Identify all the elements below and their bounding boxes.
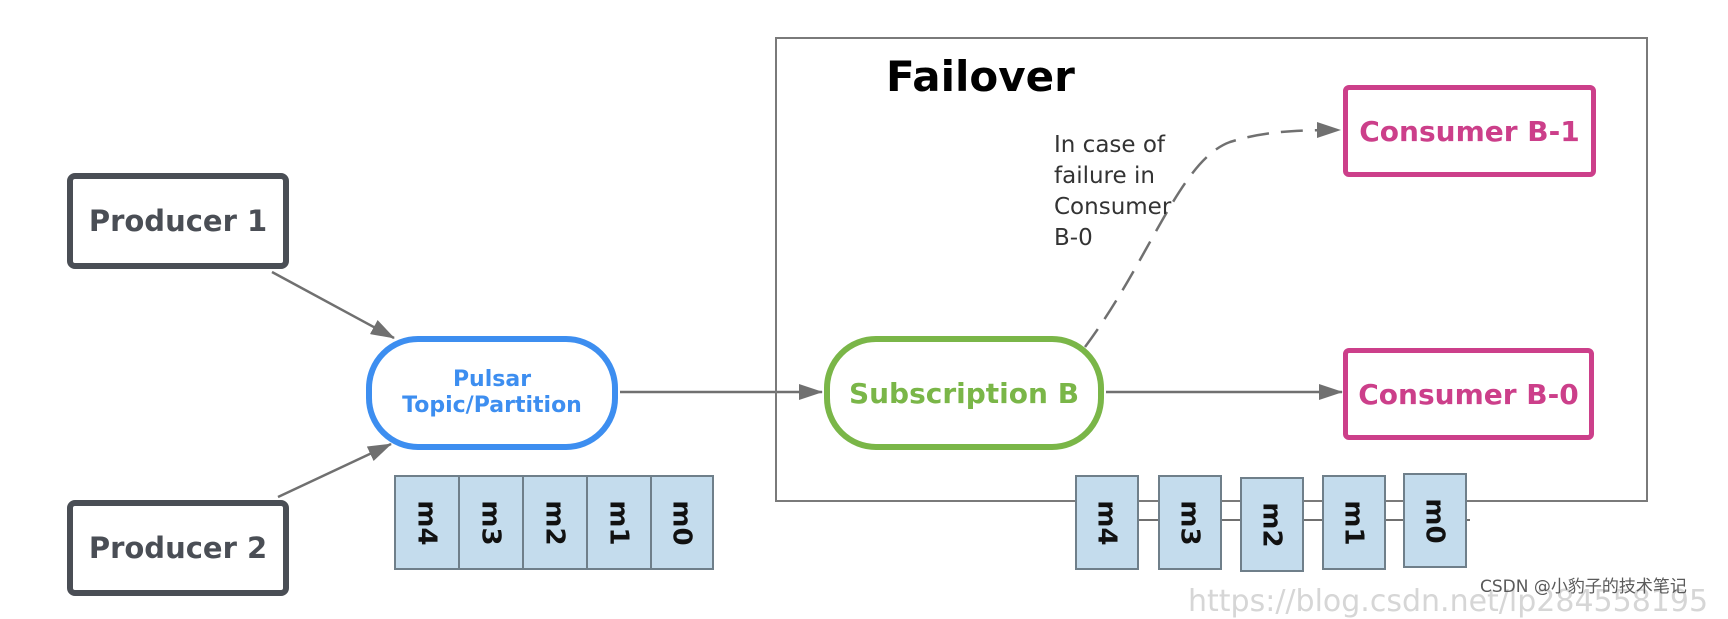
- subscription-b: Subscription B: [824, 336, 1104, 450]
- subscription-message-label: m4: [1092, 499, 1122, 546]
- topic-message-cell: m0: [650, 475, 714, 570]
- failover-title: Failover: [886, 52, 1075, 101]
- topic-message-cell: m4: [394, 475, 460, 570]
- consumer-b1-box: Consumer B-1: [1343, 85, 1596, 177]
- failover-note-line: In case of: [1054, 132, 1166, 158]
- failover-note: In case of failure in Consumer B-0: [1054, 130, 1171, 254]
- topic-label-line1: Pulsar: [452, 367, 532, 392]
- dashed-failover-arrow: [1083, 122, 1341, 348]
- topic-message-label: m4: [412, 499, 442, 546]
- csdn-watermark: CSDN @小豹子的技术笔记: [1480, 577, 1687, 597]
- topic-message-label: m0: [667, 499, 697, 546]
- failover-note-line: failure in: [1054, 163, 1155, 189]
- arrow-producer1-to-topic: [271, 270, 395, 340]
- subscription-message-label: m2: [1257, 501, 1287, 548]
- producer-1-box: Producer 1: [67, 173, 289, 269]
- topic-message-label: m2: [540, 499, 570, 546]
- consumer-b0-box: Consumer B-0: [1343, 348, 1594, 440]
- failover-note-line: Consumer: [1054, 194, 1172, 220]
- subscription-message-label: m0: [1420, 497, 1450, 544]
- subscription-message-label: m3: [1175, 499, 1205, 546]
- failover-note-line: B-0: [1054, 225, 1093, 251]
- subscription-message-cell: m2: [1240, 477, 1304, 572]
- producer-2-box: Producer 2: [67, 500, 289, 596]
- producer-1-label: Producer 1: [88, 204, 268, 238]
- subscription-message-label: m1: [1339, 499, 1369, 546]
- subscription-message-cell: m4: [1075, 475, 1139, 570]
- subscription-message-cell: m1: [1322, 475, 1386, 570]
- topic-label-line2: Topic/Partition: [402, 393, 582, 418]
- topic-message-cell: m3: [458, 475, 524, 570]
- subscription-message-cell: m3: [1158, 475, 1222, 570]
- topic-message-label: m1: [604, 499, 634, 546]
- arrow-producer2-to-topic: [277, 442, 392, 499]
- consumer-b1-label: Consumer B-1: [1359, 114, 1580, 148]
- topic-message-label: m3: [476, 499, 506, 546]
- pulsar-topic-partition: Pulsar Topic/Partition: [366, 336, 618, 450]
- consumer-b0-label: Consumer B-0: [1358, 377, 1579, 411]
- subscription-message-cell: m0: [1403, 473, 1467, 568]
- producer-2-label: Producer 2: [88, 531, 268, 565]
- topic-message-cell: m2: [522, 475, 588, 570]
- subscription-b-label: Subscription B: [848, 376, 1080, 410]
- topic-message-cell: m1: [586, 475, 652, 570]
